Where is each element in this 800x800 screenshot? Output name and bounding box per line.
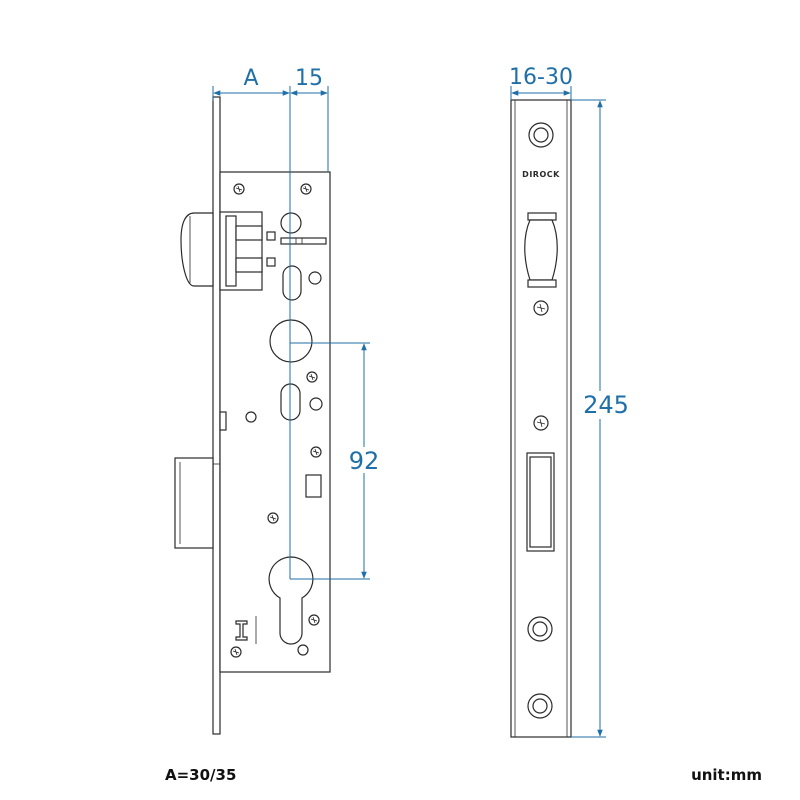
small-hole (308, 271, 322, 285)
bracket (235, 620, 248, 641)
top-screw-hole (528, 122, 554, 148)
faceplate-side (212, 96, 221, 735)
offset-dimension-label: 15 (295, 66, 323, 91)
side-dimensions (212, 86, 384, 580)
follower-hole (269, 319, 313, 363)
bottom-screw-hole (527, 693, 553, 719)
square-cutout (305, 474, 322, 498)
latch-screw (533, 300, 549, 316)
deadbolt-screw (533, 415, 549, 431)
faceplate-front-view (510, 99, 572, 738)
follower-slot (282, 265, 302, 301)
latch-bolt (180, 211, 276, 291)
mid-hole (309, 397, 323, 411)
faceplate-length-label: 245 (583, 391, 629, 419)
a-values-note: A=30/35 (165, 766, 236, 784)
faceplate-width-label: 16-30 (509, 65, 573, 90)
latch-opening (524, 212, 558, 288)
deadbolt-opening (526, 452, 555, 552)
lower-hole (297, 644, 309, 656)
upper-hole (280, 212, 302, 234)
mid-small-hole (245, 411, 257, 423)
front-dimensions (510, 86, 630, 738)
unit-note: unit:mm (691, 766, 762, 784)
latch-slider (280, 237, 327, 245)
dead-bolt (174, 457, 220, 549)
brand-logo: DIROCK (522, 170, 560, 179)
lock-side-view (174, 96, 331, 735)
case-screws (230, 183, 322, 658)
side-tab (219, 411, 227, 431)
a-dimension-label: A (243, 66, 258, 91)
center-distance-label: 92 (349, 447, 380, 475)
lower-screw-hole (527, 616, 553, 642)
